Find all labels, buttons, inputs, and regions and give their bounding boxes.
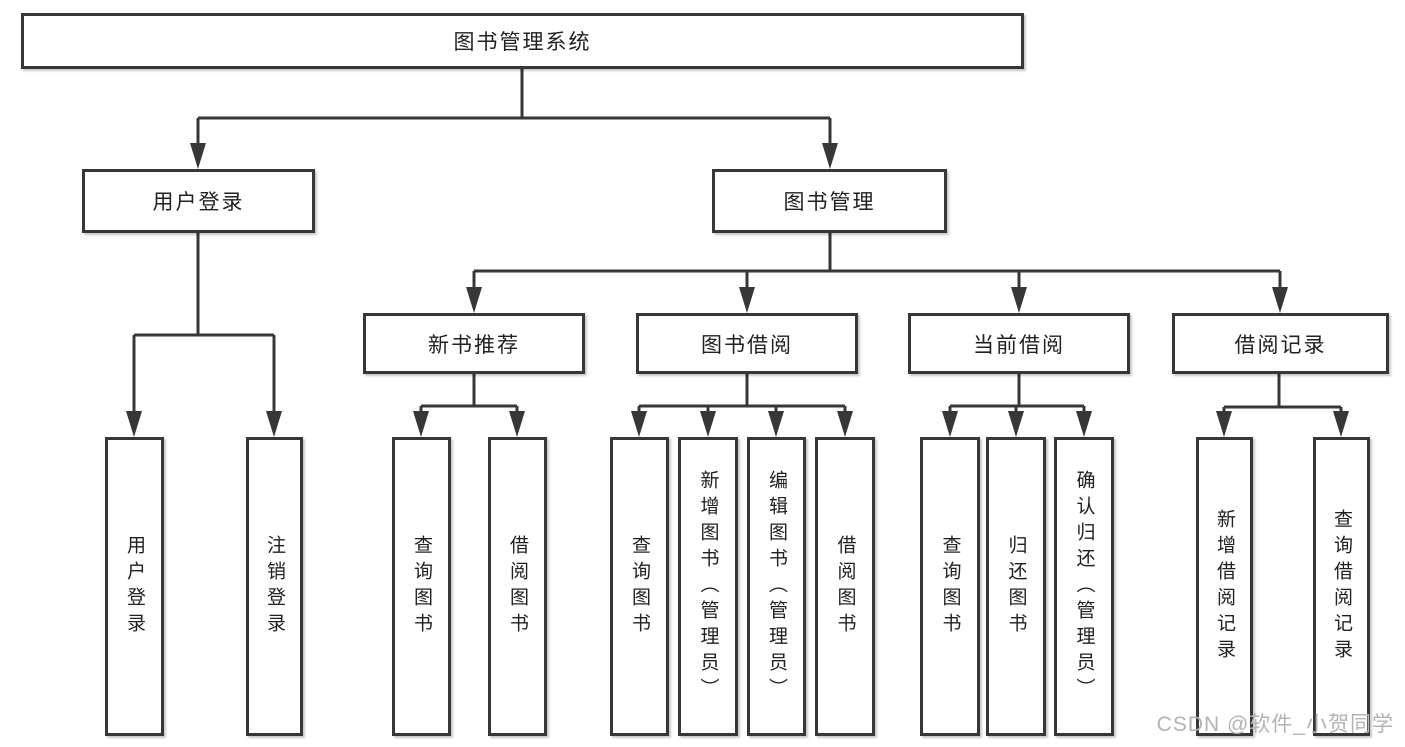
node-label: 借阅图书 (834, 534, 856, 639)
node-label: 用户登录 (124, 534, 145, 639)
node-label: 查询图书 (411, 534, 432, 639)
node-label: 查询图书 (629, 534, 650, 639)
node-leaf-records-query-record: 查询借阅记录 (1313, 437, 1370, 736)
node-new-book-recommend: 新书推荐 (363, 313, 585, 374)
node-label: 借阅图书 (507, 534, 528, 639)
arrow-down-icon (1216, 411, 1232, 437)
node-leaf-current-confirm-return-admin: 确认归还（管理员） (1054, 437, 1114, 736)
arrow-down-icon (1272, 287, 1288, 313)
arrow-down-icon (1011, 287, 1027, 313)
node-leaf-records-add-record: 新增借阅记录 (1196, 437, 1253, 736)
connector-current-to-leaves (948, 374, 1086, 414)
node-label: 新书推荐 (428, 333, 520, 357)
arrow-down-icon (700, 411, 716, 437)
node-label: 编辑图书（管理员） (766, 469, 787, 704)
connector-root-to-level2 (196, 69, 832, 146)
node-leaf-borrowing-edit-books-admin: 编辑图书（管理员） (747, 437, 806, 736)
node-label: 用户登录 (152, 191, 245, 214)
node-leaf-current-query-books: 查询图书 (920, 437, 980, 736)
arrow-down-icons (126, 143, 1349, 437)
node-label: 查询借阅记录 (1331, 508, 1352, 665)
arrow-down-icon (1008, 411, 1024, 437)
node-label: 确认归还（管理员） (1073, 469, 1095, 704)
node-current-borrowing: 当前借阅 (908, 313, 1130, 374)
node-borrowing-records: 借阅记录 (1172, 313, 1389, 374)
arrow-down-icon (126, 411, 142, 437)
node-book-management: 图书管理 (712, 169, 947, 233)
node-leaf-recommend-query-books: 查询图书 (392, 437, 451, 736)
arrow-down-icon (509, 411, 525, 437)
arrow-down-icon (1333, 411, 1349, 437)
connector-borrowing-to-leaves (637, 374, 847, 414)
arrow-down-icon (466, 287, 482, 313)
arrow-down-icon (822, 143, 838, 169)
node-label: 注销登录 (264, 534, 285, 639)
arrow-down-icon (413, 411, 429, 437)
connector-recommend-to-leaves (419, 374, 519, 414)
node-book-borrowing: 图书借阅 (636, 313, 858, 374)
connector-paths (132, 69, 1343, 414)
arrow-down-icon (837, 411, 853, 437)
node-label: 当前借阅 (973, 333, 1065, 357)
connector-userlogin-to-leaves (132, 233, 276, 414)
node-root-library-system: 图书管理系统 (21, 13, 1024, 69)
arrow-down-icon (942, 411, 958, 437)
arrow-down-icon (266, 411, 282, 437)
node-label: 新增借阅记录 (1214, 508, 1235, 665)
arrow-down-icon (190, 143, 206, 169)
node-label: 归还图书 (1005, 534, 1027, 639)
node-leaf-user-login: 用户登录 (105, 437, 164, 736)
arrow-down-icon (739, 287, 755, 313)
node-leaf-logout: 注销登录 (246, 437, 303, 736)
node-leaf-current-return-books: 归还图书 (986, 437, 1046, 736)
node-leaf-borrowing-borrow-books: 借阅图书 (815, 437, 875, 736)
node-label: 图书管理 (783, 191, 876, 214)
node-label: 图书管理系统 (453, 31, 592, 54)
arrow-down-icon (768, 411, 784, 437)
csdn-watermark: CSDN @软件_小贺同学 (1156, 713, 1394, 736)
node-leaf-recommend-borrow-books: 借阅图书 (488, 437, 547, 736)
connector-bookmgmt-to-level3 (472, 233, 1282, 290)
node-label: 借阅记录 (1234, 333, 1327, 357)
node-user-login: 用户登录 (82, 169, 315, 233)
arrow-down-icon (631, 411, 647, 437)
node-leaf-borrowing-query-books: 查询图书 (610, 437, 669, 736)
node-label: 图书借阅 (701, 333, 793, 357)
node-leaf-borrowing-add-books-admin: 新增图书（管理员） (678, 437, 738, 736)
connector-records-to-leaves (1222, 374, 1343, 414)
arrow-down-icon (1076, 411, 1092, 437)
node-label: 查询图书 (939, 534, 961, 639)
node-label: 新增图书（管理员） (697, 469, 719, 704)
